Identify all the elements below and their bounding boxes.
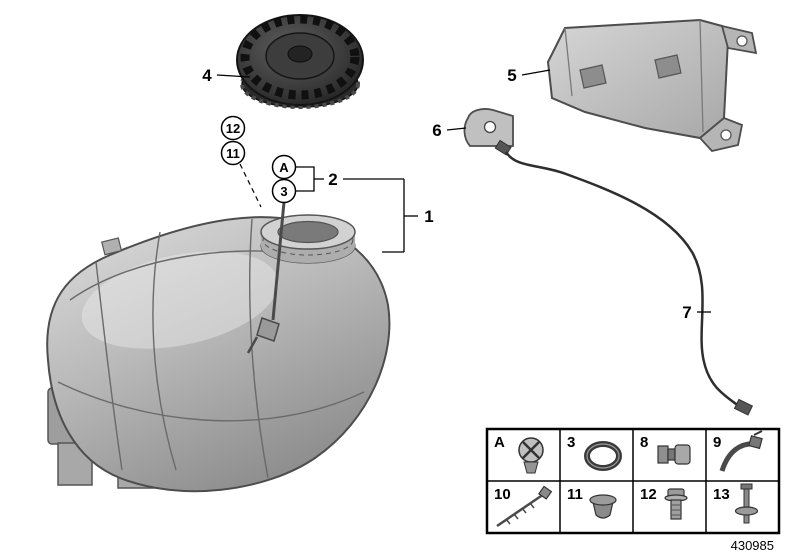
legend-cell-a[interactable]: A [494, 434, 544, 474]
callout-3-label[interactable]: 3 [280, 184, 287, 199]
legend-table: A 3 8 9 [485, 427, 781, 535]
rivet-icon [734, 483, 759, 524]
blind-plug-icon [589, 494, 617, 519]
legend-cell-12-label[interactable]: 12 [640, 486, 657, 503]
hose-clamp-icon [719, 430, 763, 472]
callout-7-label[interactable]: 7 [682, 303, 691, 322]
callout-6-label[interactable]: 6 [432, 121, 441, 140]
legend-cell-12[interactable]: 12 [640, 486, 688, 520]
legend-cell-a-label[interactable]: A [494, 434, 505, 451]
callout-4-label[interactable]: 4 [202, 66, 212, 85]
callout-1[interactable]: 1 [343, 178, 434, 253]
sensor-wire-part [494, 139, 754, 416]
callout-7[interactable]: 7 [682, 303, 711, 322]
diagram-number: 430985 [731, 538, 774, 553]
screw-icon [496, 485, 553, 528]
legend-cell-3-label[interactable]: 3 [567, 434, 575, 451]
legend-cell-13[interactable]: 13 [713, 483, 759, 524]
callout-2-label[interactable]: 2 [328, 170, 337, 189]
callout-3[interactable]: 3 [271, 178, 297, 204]
callout-2[interactable]: 2 [296, 166, 338, 192]
callout-6[interactable]: 6 [432, 121, 467, 140]
legend-cell-10-label[interactable]: 10 [494, 486, 511, 503]
legend-cell-13-label[interactable]: 13 [713, 486, 730, 503]
callout-12-label[interactable]: 12 [226, 121, 240, 136]
o-ring-icon [584, 441, 622, 471]
callout-1-label[interactable]: 1 [424, 207, 433, 226]
sealing-plug-icon [518, 437, 544, 474]
filler-cap-part [236, 14, 364, 109]
level-sensor-rod [246, 201, 286, 354]
leader-11-12 [239, 163, 262, 208]
legend-cell-9-label[interactable]: 9 [713, 434, 721, 451]
legend-cell-8[interactable]: 8 [640, 434, 691, 465]
callout-A[interactable]: A [271, 154, 297, 180]
legend-cell-10[interactable]: 10 [494, 485, 553, 528]
callout-11[interactable]: 11 [220, 140, 246, 166]
plug-icon [657, 444, 691, 465]
legend-cell-9[interactable]: 9 [713, 430, 763, 472]
callout-5[interactable]: 5 [507, 66, 551, 85]
filler-neck [260, 214, 356, 264]
expansion-tank-part [46, 201, 391, 493]
callout-12[interactable]: 12 [220, 115, 246, 141]
callout-5-label[interactable]: 5 [507, 66, 516, 85]
bolt-icon [664, 488, 688, 520]
small-bracket-part [463, 108, 514, 147]
callout-A-label[interactable]: A [279, 160, 289, 175]
callout-4[interactable]: 4 [202, 66, 251, 85]
mounting-bracket-part [546, 18, 758, 152]
legend-cell-8-label[interactable]: 8 [640, 434, 648, 451]
callout-11-label[interactable]: 11 [226, 146, 240, 161]
legend-cell-11[interactable]: 11 [567, 486, 617, 519]
legend-cell-3[interactable]: 3 [567, 434, 622, 471]
legend-cell-11-label[interactable]: 11 [567, 486, 583, 503]
